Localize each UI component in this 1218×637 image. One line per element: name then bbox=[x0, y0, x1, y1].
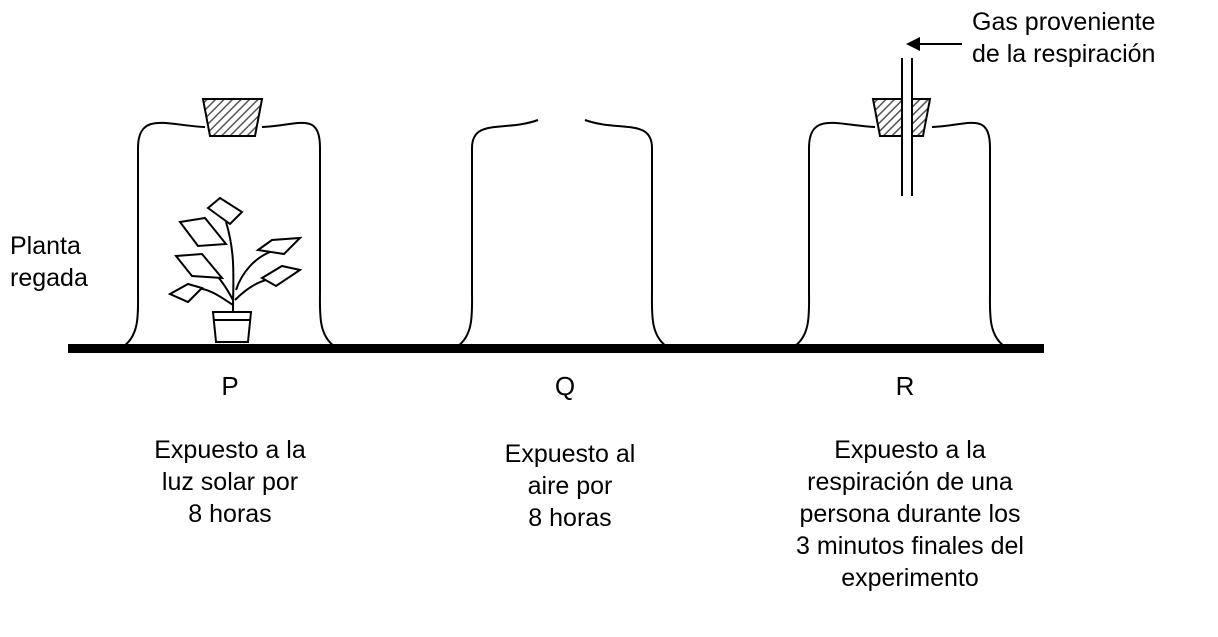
plant-leaf bbox=[206, 196, 244, 226]
caption-line: experimento bbox=[841, 564, 979, 592]
plant-leaf bbox=[178, 216, 228, 248]
stopper-p bbox=[201, 98, 264, 137]
plant-leaf bbox=[174, 252, 225, 280]
caption-line: aire por bbox=[527, 472, 613, 500]
jar-r bbox=[794, 121, 1005, 347]
caption-r: Expuesto a la respiración de una persona… bbox=[760, 434, 1060, 594]
gas-label-line: Gas proveniente bbox=[972, 8, 1156, 36]
caption-line: 8 horas bbox=[528, 504, 612, 532]
jar-id-q: Q bbox=[554, 371, 576, 401]
base-surface bbox=[68, 344, 1044, 353]
caption-line: Expuesto al bbox=[504, 440, 636, 468]
caption-q: Expuesto al aire por 8 horas bbox=[450, 438, 690, 534]
gas-label-line: de la respiración bbox=[972, 40, 1156, 68]
jar-id-p: P bbox=[221, 371, 239, 401]
gas-label: Gas proveniente de la respiración bbox=[972, 6, 1155, 70]
plant-label-line: Planta bbox=[10, 232, 81, 260]
gas-arrow bbox=[906, 37, 962, 51]
caption-line: 8 horas bbox=[188, 500, 272, 528]
plant-stem bbox=[197, 221, 271, 313]
plant-leaf bbox=[255, 236, 303, 256]
jar-p bbox=[123, 121, 335, 347]
caption-line: persona durante los bbox=[799, 500, 1021, 528]
caption-line: respiración de una bbox=[807, 468, 1013, 496]
breath-tube bbox=[901, 58, 913, 196]
caption-line: 3 minutos finales del bbox=[796, 532, 1024, 560]
caption-line: Expuesto a la bbox=[154, 436, 306, 464]
plant-pot bbox=[211, 311, 253, 343]
plant-label: Planta regada bbox=[10, 230, 88, 294]
jar-q bbox=[457, 119, 667, 347]
plant-label-line: regada bbox=[10, 264, 88, 292]
caption-line: luz solar por bbox=[161, 468, 299, 496]
caption-line: Expuesto a la bbox=[834, 436, 986, 464]
watered-plant bbox=[167, 196, 303, 343]
jar-id-r: R bbox=[895, 371, 915, 401]
plant-leaf bbox=[260, 264, 303, 288]
caption-p: Expuesto a la luz solar por 8 horas bbox=[110, 434, 350, 530]
plant-leaf bbox=[167, 282, 204, 304]
